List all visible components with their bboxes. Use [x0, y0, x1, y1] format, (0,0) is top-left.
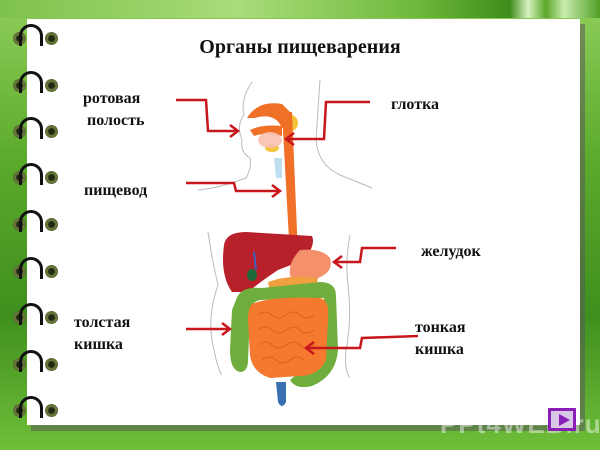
label-large-intestine: толстая кишка [74, 312, 130, 356]
slide-title: Органы пищеварения [199, 36, 401, 58]
binder-ring-icon [9, 24, 58, 48]
label-oral-cavity-line1: ротовая [83, 90, 141, 107]
watermark: PPt4WEB.ru [440, 409, 600, 439]
binder-ring-icon [9, 163, 58, 187]
label-small-intestine-line2: кишка [415, 341, 464, 358]
binder-ring-icon [9, 303, 58, 327]
label-large-intestine-line2: кишка [74, 336, 123, 353]
label-small-intestine: тонкая кишка [415, 317, 466, 361]
frame-highlight [0, 0, 600, 18]
next-slide-button[interactable] [548, 408, 576, 431]
binder-ring-icon [9, 71, 58, 95]
label-oral-cavity-line2: полость [87, 112, 145, 129]
label-small-intestine-line1: тонкая [415, 319, 466, 336]
label-esophagus: пищевод [84, 182, 148, 199]
binder-ring-icon [9, 257, 58, 281]
label-large-intestine-line1: толстая [74, 314, 131, 331]
label-stomach: желудок [421, 243, 481, 260]
play-arrow-icon [559, 414, 570, 426]
binder-ring-icon [9, 350, 58, 374]
label-pharynx: глотка [391, 96, 440, 113]
label-oral-cavity: ротовая полость [83, 88, 144, 132]
binder-ring-icon [9, 396, 58, 420]
binder-ring-icon [9, 210, 58, 234]
binder-ring-icon [9, 117, 58, 141]
